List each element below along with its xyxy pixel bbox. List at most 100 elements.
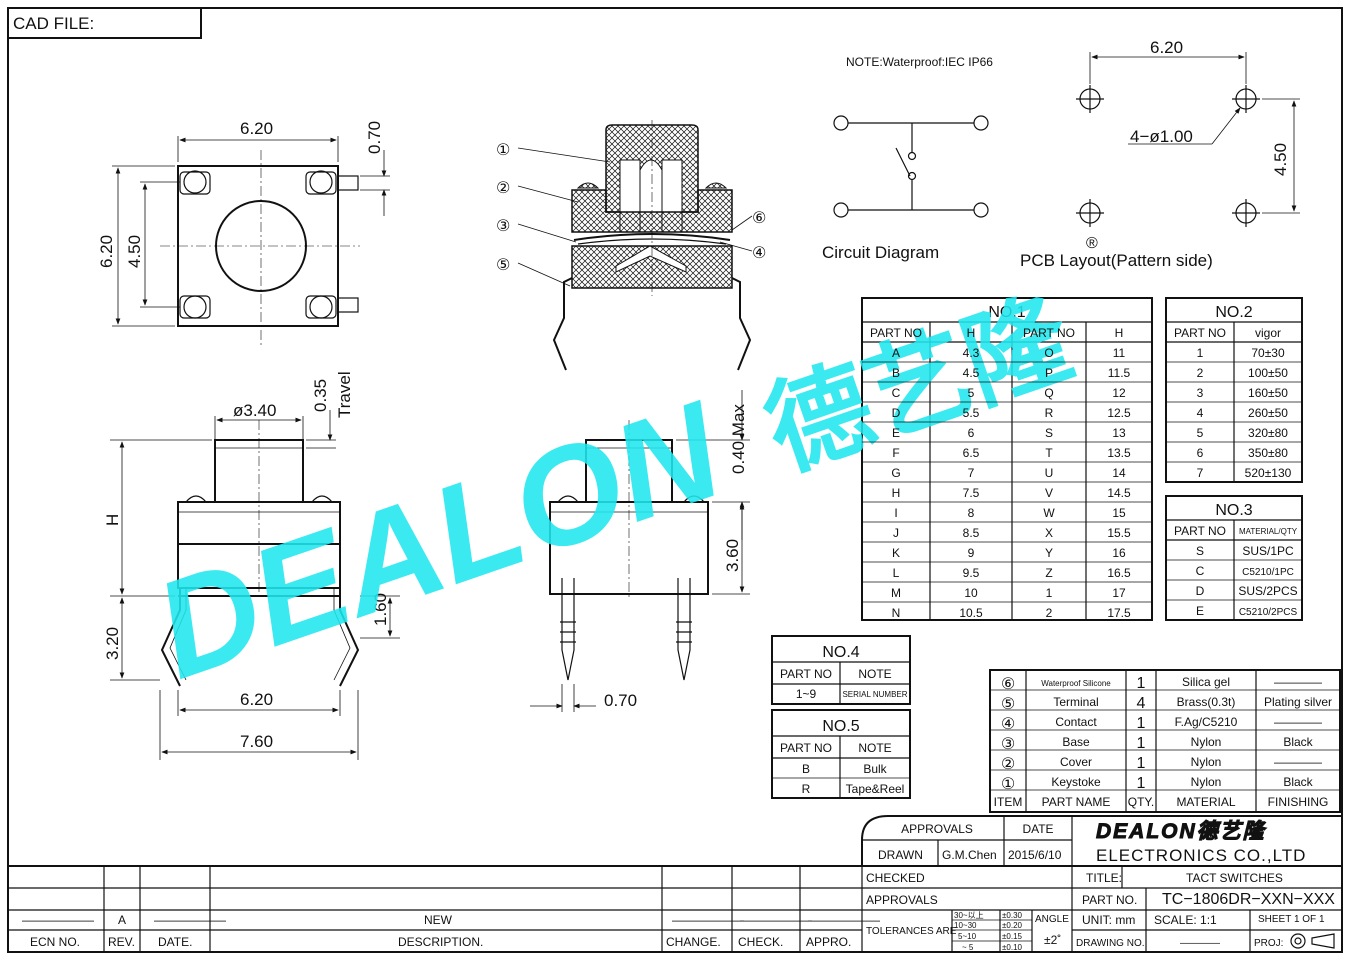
no1-cell: 8	[968, 506, 975, 520]
no1-cell: O	[1044, 346, 1053, 360]
rev-ecn-dash: ——————	[22, 913, 94, 927]
tol-range-4: ~ 5	[962, 943, 974, 952]
bom-part-name: Contact	[1055, 715, 1097, 729]
scale-label: SCALE: 1:1	[1154, 913, 1217, 927]
no1-cell: M	[891, 586, 901, 600]
no1-header: PART NO	[870, 326, 922, 340]
no1-cell: L	[893, 566, 900, 580]
watermark: DEALON 德艺隆	[138, 280, 1086, 708]
angle-value: ±2˚	[1044, 933, 1061, 947]
no1-cell: C	[892, 386, 901, 400]
no2-cell: 2	[1197, 366, 1204, 380]
no1-cell: 5.5	[963, 406, 980, 420]
no2-cell: 350±80	[1248, 446, 1288, 460]
dim-overall-width: 7.60	[240, 732, 273, 751]
drawing-no-label: DRAWING NO.	[1076, 938, 1145, 949]
bom-finishing: ————	[1274, 755, 1322, 769]
no1-title: NO.1	[988, 304, 1025, 321]
checked-label: CHECKED	[866, 871, 925, 885]
drawn-by: G.M.Chen	[942, 848, 997, 862]
dim-travel: 0.35	[311, 379, 330, 412]
no2-cell: 520±130	[1245, 466, 1292, 480]
dim-body-width: 6.20	[240, 690, 273, 709]
tol-value-1: ±0.30	[1002, 911, 1023, 920]
part-no-label: PART NO.	[1082, 893, 1137, 907]
bom-material: Silica gel	[1182, 675, 1230, 689]
no5-cell: Bulk	[863, 762, 887, 776]
rev-appro-dash: ——————	[808, 913, 880, 927]
no4-cell: 1~9	[796, 687, 817, 701]
no3-header: PART NO	[1174, 524, 1226, 538]
no1-cell: F	[892, 446, 899, 460]
bom-part-name: Keystoke	[1051, 775, 1101, 789]
bom-item: ⑤	[1001, 696, 1015, 713]
no1-cell: U	[1045, 466, 1054, 480]
no3-cell: C5210/2PCS	[1239, 607, 1298, 618]
dim-max: 0.40 Max	[729, 404, 748, 474]
rev-description: NEW	[424, 913, 453, 927]
cad-file-label: CAD FILE:	[13, 14, 94, 33]
no3-header: MATERIAL/QTY	[1239, 527, 1298, 536]
no2-cell: 7	[1197, 466, 1204, 480]
no3-cell: C	[1196, 564, 1205, 578]
no2-cell: 320±80	[1248, 426, 1288, 440]
bom-part-name: Cover	[1060, 755, 1092, 769]
section-view: ① ② ③ ⑤ ⑥ ④	[496, 120, 766, 371]
no1-header: H	[967, 326, 976, 340]
pcb-title: PCB Layout(Pattern side)	[1020, 251, 1213, 270]
no4-title: NO.4	[822, 644, 859, 661]
no1-cell: 10	[964, 586, 978, 600]
no3-cell: S	[1196, 544, 1204, 558]
sheet-label: SHEET 1 OF 1	[1258, 914, 1325, 925]
callout-4: ④	[752, 245, 766, 262]
no2-header: vigor	[1255, 326, 1281, 340]
no5-header: NOTE	[858, 741, 891, 755]
no1-cell: 5	[968, 386, 975, 400]
revision-block: —————— A —————— NEW —————— —————— ——————…	[8, 866, 880, 952]
company-logo: DEALON德艺隆	[1096, 819, 1267, 843]
no1-cell: 8.5	[963, 526, 980, 540]
no1-cell: Y	[1045, 546, 1053, 560]
tolerances-label: TOLERANCES ARE	[866, 926, 957, 937]
no1-cell: 11.5	[1108, 366, 1131, 380]
no1-cell: 7	[968, 466, 975, 480]
tol-value-4: ±0.10	[1002, 943, 1023, 952]
side-view: ø3.40 0.35 Travel H 3.20 1.60 6.20 7.60	[103, 371, 400, 760]
bom-qty: 1	[1137, 755, 1146, 772]
no3-cell: SUS/1PC	[1242, 544, 1294, 558]
bom-material: Nylon	[1191, 755, 1222, 769]
dim-travel-label: Travel	[335, 371, 354, 418]
registered-mark: ®	[1086, 235, 1098, 252]
circuit-title: Circuit Diagram	[822, 243, 939, 262]
no4-header: NOTE	[858, 667, 891, 681]
no3-cell: D	[1196, 584, 1205, 598]
title-block: APPROVALS DATE DRAWN G.M.Chen 2015/6/10 …	[8, 815, 1342, 952]
tol-range-1: 30~以上	[954, 911, 984, 920]
no4-header: PART NO	[780, 667, 832, 681]
top-view: 6.20 6.20 4.50 0.70	[97, 119, 390, 345]
bom-table	[989, 669, 1341, 813]
pcb-hole: 4−ø1.00	[1130, 127, 1193, 146]
no1-cell: D	[892, 406, 901, 420]
no1-cell: T	[1045, 446, 1053, 460]
bom-item: ②	[1001, 756, 1015, 773]
bom-header: MATERIAL	[1176, 795, 1235, 809]
table-no3: NO.3	[1165, 495, 1303, 621]
no3-title: NO.3	[1215, 502, 1252, 519]
company-name: ELECTRONICS CO.,LTD	[1096, 846, 1306, 865]
drawing-no-value: ————	[1180, 938, 1220, 949]
no3-cell: C5210/1PC	[1242, 567, 1294, 578]
no1-cell: X	[1045, 526, 1053, 540]
bom-finishing: Black	[1283, 775, 1313, 789]
bom-part-name: Base	[1062, 735, 1090, 749]
no1-cell: Q	[1044, 386, 1053, 400]
dim-stem-dia: ø3.40	[233, 401, 276, 420]
tol-range-3: 5~10	[958, 932, 977, 941]
bom-item: ⑥	[1001, 676, 1015, 693]
no1-cell: N	[892, 606, 901, 620]
no1-cell: 4.3	[963, 346, 980, 360]
no2-cell: 5	[1197, 426, 1204, 440]
no1-cell: B	[892, 366, 900, 380]
